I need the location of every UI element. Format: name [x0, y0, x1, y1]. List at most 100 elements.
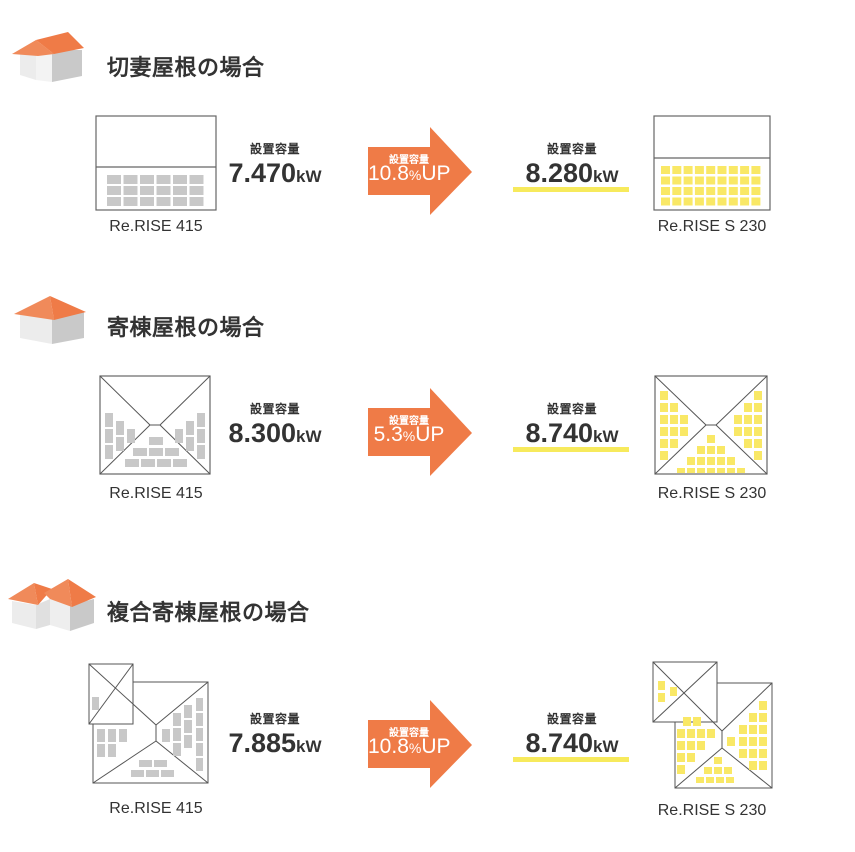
capacity-value-highlighted: 8.740kW: [513, 727, 629, 763]
roof-diagram-before: [99, 375, 211, 475]
complex-hip-house-icon: [8, 579, 96, 631]
solar-panel: [197, 413, 205, 427]
solar-panel: [672, 187, 682, 195]
solar-panel: [661, 197, 670, 206]
solar-panel: [717, 187, 727, 195]
solar-panel: [140, 186, 154, 195]
solar-panel: [189, 197, 204, 206]
solar-panel: [749, 749, 757, 758]
solar-panel: [672, 176, 682, 185]
solar-panel: [660, 439, 668, 448]
solar-panel: [173, 186, 187, 195]
capacity-value-highlighted: 8.280kW: [513, 157, 629, 193]
solar-panel: [156, 186, 171, 195]
solar-panel: [754, 451, 762, 460]
solar-panel: [726, 777, 734, 783]
solar-panel: [697, 468, 705, 473]
solar-panel: [714, 757, 722, 764]
capacity-after: 設置容量 8.740kW: [502, 710, 642, 763]
solar-panel: [716, 777, 724, 783]
solar-panel: [749, 737, 757, 746]
solar-panel: [162, 729, 170, 742]
solar-panel: [707, 468, 715, 473]
solar-panel: [97, 744, 105, 757]
solar-panel: [173, 175, 187, 184]
solar-panel: [672, 166, 682, 174]
arrow-right-icon: [368, 127, 472, 215]
solar-panel: [680, 415, 688, 424]
solar-panel: [749, 713, 757, 722]
solar-panel: [125, 459, 139, 467]
capacity-after: 設置容量 8.280kW: [502, 140, 642, 193]
solar-panel: [759, 749, 767, 758]
solar-panel: [754, 439, 762, 448]
solar-panel: [157, 459, 171, 467]
arrow-right-icon: [368, 388, 472, 476]
solar-panel: [749, 725, 757, 734]
capacity-value: 8.300kW: [228, 418, 322, 448]
capacity-label: 設置容量: [546, 402, 597, 416]
solar-panel: [744, 403, 752, 412]
roof-diagram-after: [652, 661, 773, 789]
solar-panel: [196, 713, 203, 726]
solar-panel: [694, 197, 704, 206]
solar-panel: [658, 681, 665, 690]
arrow-right-icon: [368, 700, 472, 788]
solar-panel: [197, 445, 205, 459]
solar-panel: [141, 459, 155, 467]
solar-panel: [759, 761, 767, 770]
solar-panel: [727, 468, 735, 473]
solar-panel: [156, 197, 171, 206]
solar-panel: [677, 468, 685, 473]
solar-panel: [683, 166, 693, 174]
solar-panel: [714, 767, 722, 774]
solar-panel: [154, 760, 167, 767]
solar-panel: [751, 187, 761, 195]
solar-panel: [683, 197, 693, 206]
solar-panel: [140, 197, 154, 206]
capacity-value: 7.885kW: [228, 728, 322, 758]
solar-panel: [737, 468, 745, 473]
solar-panel: [683, 176, 693, 185]
capacity-after: 設置容量 8.740kW: [502, 400, 642, 453]
solar-panel: [693, 717, 701, 726]
solar-panel: [173, 197, 187, 206]
solar-panel: [196, 698, 203, 711]
solar-panel: [658, 693, 665, 702]
solar-panel: [754, 391, 762, 400]
solar-panel: [184, 735, 192, 748]
solar-panel: [186, 421, 194, 435]
solar-panel: [146, 770, 159, 777]
solar-panel: [105, 429, 113, 443]
solar-panel: [728, 187, 738, 195]
solar-panel: [677, 741, 685, 750]
solar-panel: [694, 176, 704, 185]
solar-panel: [175, 429, 183, 443]
solar-panel: [149, 437, 163, 445]
solar-panel: [707, 457, 715, 465]
solar-panel: [123, 175, 138, 184]
solar-panel: [740, 197, 750, 206]
solar-panel: [173, 743, 181, 756]
solar-panel: [739, 749, 747, 758]
solar-panel: [116, 437, 124, 451]
model-label-after: Re.RISE S 230: [657, 802, 767, 819]
increase-arrow: 設置容量 10.8%UP: [368, 127, 473, 217]
solar-panel: [734, 427, 742, 436]
solar-panel: [740, 166, 750, 174]
solar-panel: [196, 743, 203, 756]
section-title: 複合寄棟屋根の場合: [107, 601, 310, 626]
solar-panel: [704, 767, 712, 774]
solar-panel: [149, 448, 163, 456]
section-title: 寄棟屋根の場合: [107, 316, 265, 341]
solar-panel: [696, 777, 704, 783]
solar-panel: [697, 741, 705, 750]
solar-panel: [717, 176, 727, 185]
solar-panel: [751, 176, 761, 185]
roof-diagram-after: [654, 375, 768, 475]
solar-panel: [740, 176, 750, 185]
hip-house-icon: [14, 296, 86, 344]
increase-label: 設置容量: [389, 155, 429, 166]
capacity-label: 設置容量: [249, 712, 300, 726]
solar-panel: [734, 415, 742, 424]
